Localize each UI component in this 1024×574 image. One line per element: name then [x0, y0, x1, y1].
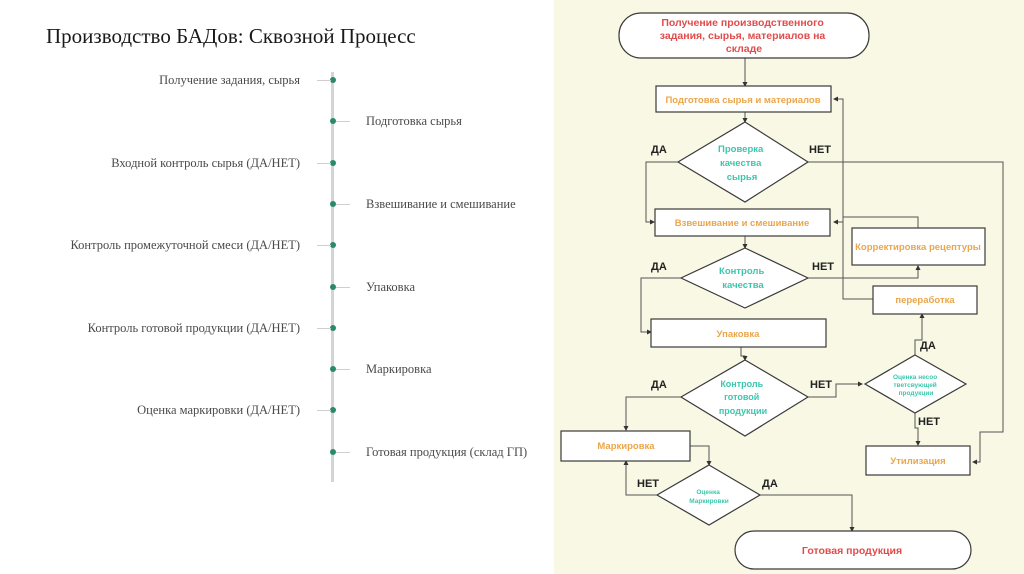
timeline-dot — [330, 407, 336, 413]
timeline-label: Контроль промежуточной смеси (ДА/НЕТ) — [70, 238, 300, 252]
connector-check-yes-pack — [640, 277, 681, 335]
timeline-tick — [336, 121, 350, 122]
timeline-tick — [317, 328, 331, 329]
timeline-tick — [336, 452, 350, 453]
check-final-label: Контроль готовой продукции — [719, 379, 767, 416]
yes-label-4: ДА — [920, 340, 936, 352]
rework-process — [872, 285, 978, 315]
timeline-dot — [330, 118, 336, 124]
timeline-tick — [317, 163, 331, 164]
connector-assess-yes-rework — [914, 313, 925, 355]
pack-process — [650, 318, 827, 348]
timeline-dot — [330, 77, 336, 83]
connector-rework-prep — [833, 96, 873, 300]
yes-label-1: ДА — [651, 144, 667, 156]
connector-check-no-correction — [808, 265, 921, 279]
end-terminal — [734, 530, 972, 570]
timeline-dot — [330, 449, 336, 455]
timeline-label: Входной контроль сырья (ДА/НЕТ) — [111, 156, 300, 170]
end-terminal-label: Готовая продукция — [802, 545, 902, 557]
connector-check-no-disposal — [808, 161, 1004, 465]
timeline-label: Готовая продукция (склад ГП) — [366, 445, 528, 459]
no-label-2: НЕТ — [812, 261, 834, 273]
connector-pack-final — [740, 347, 748, 361]
check-quality-label: Контроль качества — [719, 266, 767, 291]
timeline-tick — [336, 204, 350, 205]
timeline-dot — [330, 366, 336, 372]
timeline-label: Подготовка сырья — [366, 114, 462, 128]
start-terminal-label: Получение производственного задания, сыр… — [660, 17, 828, 55]
timeline-tick — [317, 410, 331, 411]
start-terminal — [618, 12, 870, 59]
weigh-label: Взвешивание и смешивание — [675, 218, 810, 229]
correction-process — [851, 227, 986, 266]
assess-label-label: Оценка Маркировки — [689, 489, 729, 505]
connector-assess-no-label — [623, 460, 657, 496]
connector-correction-weigh — [833, 216, 919, 228]
page-title: Производство БАДов: Сквозной Процесс — [46, 24, 416, 48]
assess-nc-label: Оценка несоо тветсвующей продукции — [893, 374, 939, 397]
connector-assess-yes-end — [760, 494, 855, 532]
disposal-label: Утилизация — [890, 456, 945, 467]
assess-nc-decision — [863, 354, 968, 414]
yes-label-5: ДА — [762, 478, 778, 490]
timeline-tick — [317, 80, 331, 81]
timeline-label: Получение задания, сырья — [159, 73, 300, 87]
timeline-dot — [330, 325, 336, 331]
no-label-3: НЕТ — [810, 379, 832, 391]
disposal-process — [865, 445, 971, 476]
timeline-tick — [336, 287, 350, 288]
connector-label-assess — [690, 445, 712, 466]
prep-process — [655, 85, 832, 113]
timeline-label: Контроль готовой продукции (ДА/НЕТ) — [87, 321, 300, 335]
check-raw-label: Проверка качества сырья — [718, 144, 766, 183]
correction-label: Корректировка рецептуры — [855, 242, 981, 253]
yes-label-3: ДА — [651, 379, 667, 391]
timeline-label: Оценка маркировки (ДА/НЕТ) — [137, 403, 300, 417]
no-label-4: НЕТ — [918, 416, 940, 428]
check-final-decision — [679, 359, 810, 437]
yes-label-2: ДА — [651, 261, 667, 273]
timeline-axis — [331, 72, 334, 482]
connector-check-yes-weigh — [645, 161, 678, 225]
timeline-tick — [336, 369, 350, 370]
pack-label: Упаковка — [717, 329, 761, 340]
label-process — [560, 430, 691, 462]
connectors — [623, 58, 1004, 532]
timeline-dot — [330, 284, 336, 290]
timeline-dot — [330, 160, 336, 166]
timeline-dot — [330, 242, 336, 248]
rework-label: переработка — [895, 295, 955, 306]
no-label-5: НЕТ — [637, 478, 659, 490]
timeline-label: Взвешивание и смешивание — [366, 197, 516, 211]
connector-final-yes-label — [623, 396, 681, 431]
weigh-process — [654, 208, 831, 237]
timeline-dot — [330, 201, 336, 207]
assess-label-decision — [655, 464, 762, 526]
no-label-1: НЕТ — [809, 144, 831, 156]
connector-assess-no-disposal — [914, 413, 921, 446]
timeline-label: Маркировка — [366, 362, 432, 376]
check-quality-decision — [679, 247, 810, 309]
timeline-label: Упаковка — [366, 280, 416, 294]
timeline-tick — [317, 245, 331, 246]
check-raw-decision — [676, 121, 810, 203]
prep-label: Подготовка сырья и материалов — [665, 95, 820, 106]
connector-final-no-assess — [808, 381, 863, 398]
label-box-label: Маркировка — [597, 441, 655, 452]
